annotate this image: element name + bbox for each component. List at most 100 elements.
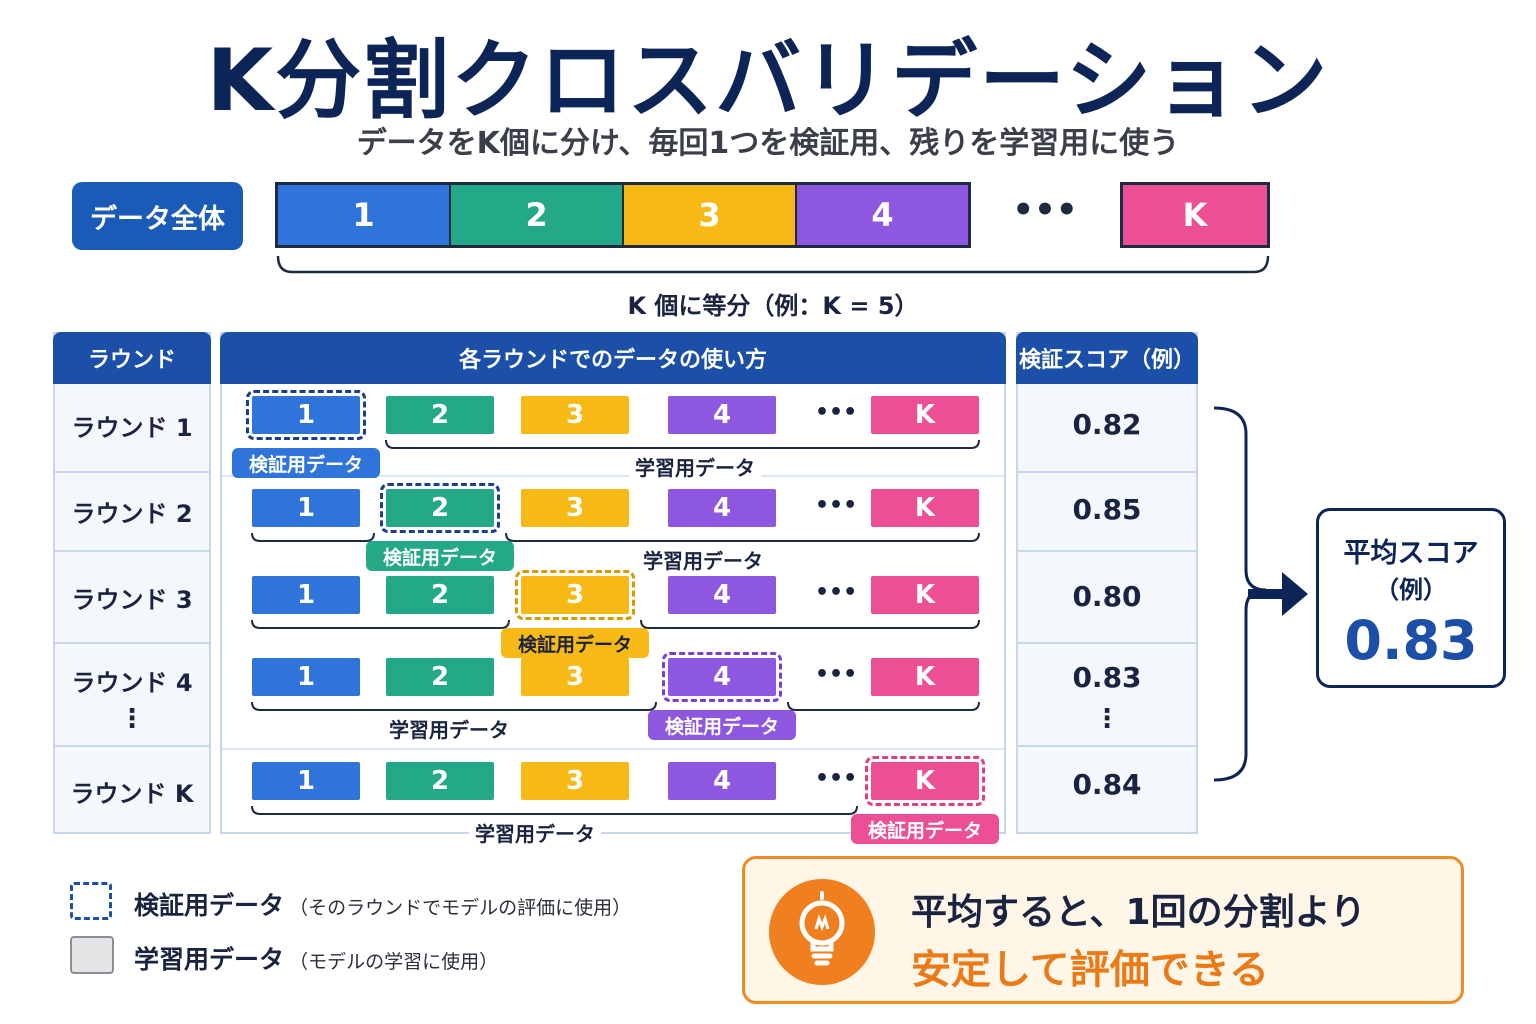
training-bracket	[251, 619, 980, 629]
training-label: 学習用データ	[629, 452, 761, 481]
round-label: ラウンド K	[70, 780, 194, 808]
training-fold-block: K	[871, 658, 979, 696]
fold-ellipsis: •••	[815, 766, 858, 791]
fold-k: K	[1120, 182, 1270, 248]
page-title: K分割クロスバリデーション	[206, 31, 1330, 131]
fold-4: 4	[797, 185, 968, 245]
round-column: ラウンド ラウンド 1 ラウンド 2 ラウンド 3 ラウンド 4 ⋮ ラウンド …	[53, 332, 211, 834]
round-score: 0.83	[1072, 661, 1142, 694]
row-divider	[1018, 642, 1196, 644]
training-fold-block: 4	[668, 762, 776, 800]
page-subtitle: データをK個に分け、毎回1つを検証用、残りを学習用に使う	[356, 126, 1180, 161]
validation-swatch	[70, 882, 112, 920]
round-score: 0.84	[1072, 768, 1142, 801]
round-header: ラウンド	[53, 332, 211, 384]
score-brace	[1213, 406, 1308, 782]
lightbulb-icon	[769, 879, 875, 985]
training-fold-block: 4	[668, 489, 776, 527]
round-score: 0.85	[1072, 493, 1142, 526]
vertical-ellipsis: ⋮	[1094, 704, 1120, 734]
fold-strip: 1 2 3 4	[275, 182, 971, 248]
row-divider	[1018, 471, 1196, 473]
training-bracket	[385, 439, 980, 449]
fold-1: 1	[278, 185, 451, 245]
training-bracket	[251, 805, 858, 815]
fold-ellipsis: •••	[815, 580, 858, 605]
row-divider	[55, 471, 209, 473]
validation-tag: 検証用データ	[232, 448, 380, 478]
legend-validation: 検証用データ （そのラウンドでモデルの評価に使用）	[134, 886, 631, 922]
training-fold-block: K	[871, 396, 979, 434]
validation-tag: 検証用データ	[501, 628, 649, 658]
row-divider	[55, 550, 209, 552]
fold-3: 3	[624, 185, 797, 245]
training-fold-block: 2	[386, 762, 494, 800]
round-label: ラウンド 2	[71, 500, 193, 528]
training-label: 学習用データ	[469, 818, 601, 847]
fold-ellipsis: •••	[815, 400, 858, 425]
round-label: ラウンド 1	[71, 414, 193, 442]
training-fold-block: 3	[521, 489, 629, 527]
validation-fold-block: 3	[515, 570, 635, 620]
row-divider	[222, 748, 1004, 750]
training-fold-block: K	[871, 576, 979, 614]
round-score: 0.80	[1072, 580, 1142, 613]
average-score-box: 平均スコア （例） 0.83	[1316, 508, 1506, 688]
validation-tag: 検証用データ	[366, 541, 514, 571]
training-fold-block: K	[871, 489, 979, 527]
average-sub: （例）	[1375, 576, 1447, 604]
training-bracket	[251, 701, 980, 711]
fold-ellipsis: •••	[1012, 190, 1078, 230]
tip-line-1: 平均すると、1回の分割より	[911, 892, 1366, 933]
legend-validation-note: （そのラウンドでモデルの評価に使用）	[289, 897, 632, 919]
legend-validation-label: 検証用データ	[134, 891, 285, 920]
training-label: 学習用データ	[637, 545, 769, 574]
average-value: 0.83	[1344, 609, 1478, 672]
training-bracket	[251, 532, 980, 542]
tip-box: 平均すると、1回の分割より 安定して評価できる	[742, 856, 1464, 1004]
row-divider	[55, 745, 209, 747]
row-divider	[55, 642, 209, 644]
training-fold-block: 2	[386, 396, 494, 434]
split-label: K 個に等分（例：K = 5）	[627, 292, 919, 320]
training-label: 学習用データ	[383, 714, 515, 743]
fold-ellipsis: •••	[815, 493, 858, 518]
round-label: ラウンド 3	[71, 586, 193, 614]
training-fold-block: 3	[521, 396, 629, 434]
training-swatch	[70, 936, 114, 974]
training-fold-block: 2	[386, 658, 494, 696]
training-fold-block: 4	[668, 576, 776, 614]
fold-2: 2	[451, 185, 624, 245]
row-divider	[222, 475, 1004, 477]
training-fold-block: 1	[252, 762, 360, 800]
row-divider	[1018, 550, 1196, 552]
validation-tag: 検証用データ	[851, 814, 999, 844]
training-fold-block: 3	[521, 762, 629, 800]
validation-tag: 検証用データ	[648, 710, 796, 740]
training-fold-block: 4	[668, 396, 776, 434]
round-score: 0.82	[1072, 408, 1142, 441]
split-brace	[276, 255, 1270, 274]
training-fold-block: 1	[252, 489, 360, 527]
legend-training-label: 学習用データ	[134, 945, 285, 974]
vertical-ellipsis: ⋮	[119, 704, 145, 734]
legend-training: 学習用データ （モデルの学習に使用）	[134, 940, 498, 976]
score-header: 検証スコア（例）	[1016, 332, 1198, 384]
average-title: 平均スコア	[1343, 538, 1479, 569]
training-fold-block: 3	[521, 658, 629, 696]
score-column: 検証スコア（例） 0.82 0.85 0.80 0.83 ⋮ 0.84	[1016, 332, 1198, 834]
fold-ellipsis: •••	[815, 662, 858, 687]
tip-line-2: 安定して評価できる	[911, 947, 1269, 993]
validation-fold-block: K	[865, 756, 985, 806]
all-data-label: データ全体	[72, 182, 243, 250]
usage-header: 各ラウンドでのデータの使い方	[220, 332, 1006, 384]
validation-fold-block: 4	[662, 652, 782, 702]
training-fold-block: 2	[386, 576, 494, 614]
training-fold-block: 1	[252, 576, 360, 614]
validation-fold-block: 1	[246, 390, 366, 440]
training-fold-block: 1	[252, 658, 360, 696]
validation-fold-block: 2	[380, 483, 500, 533]
row-divider	[1018, 745, 1196, 747]
round-label: ラウンド 4	[71, 669, 193, 697]
